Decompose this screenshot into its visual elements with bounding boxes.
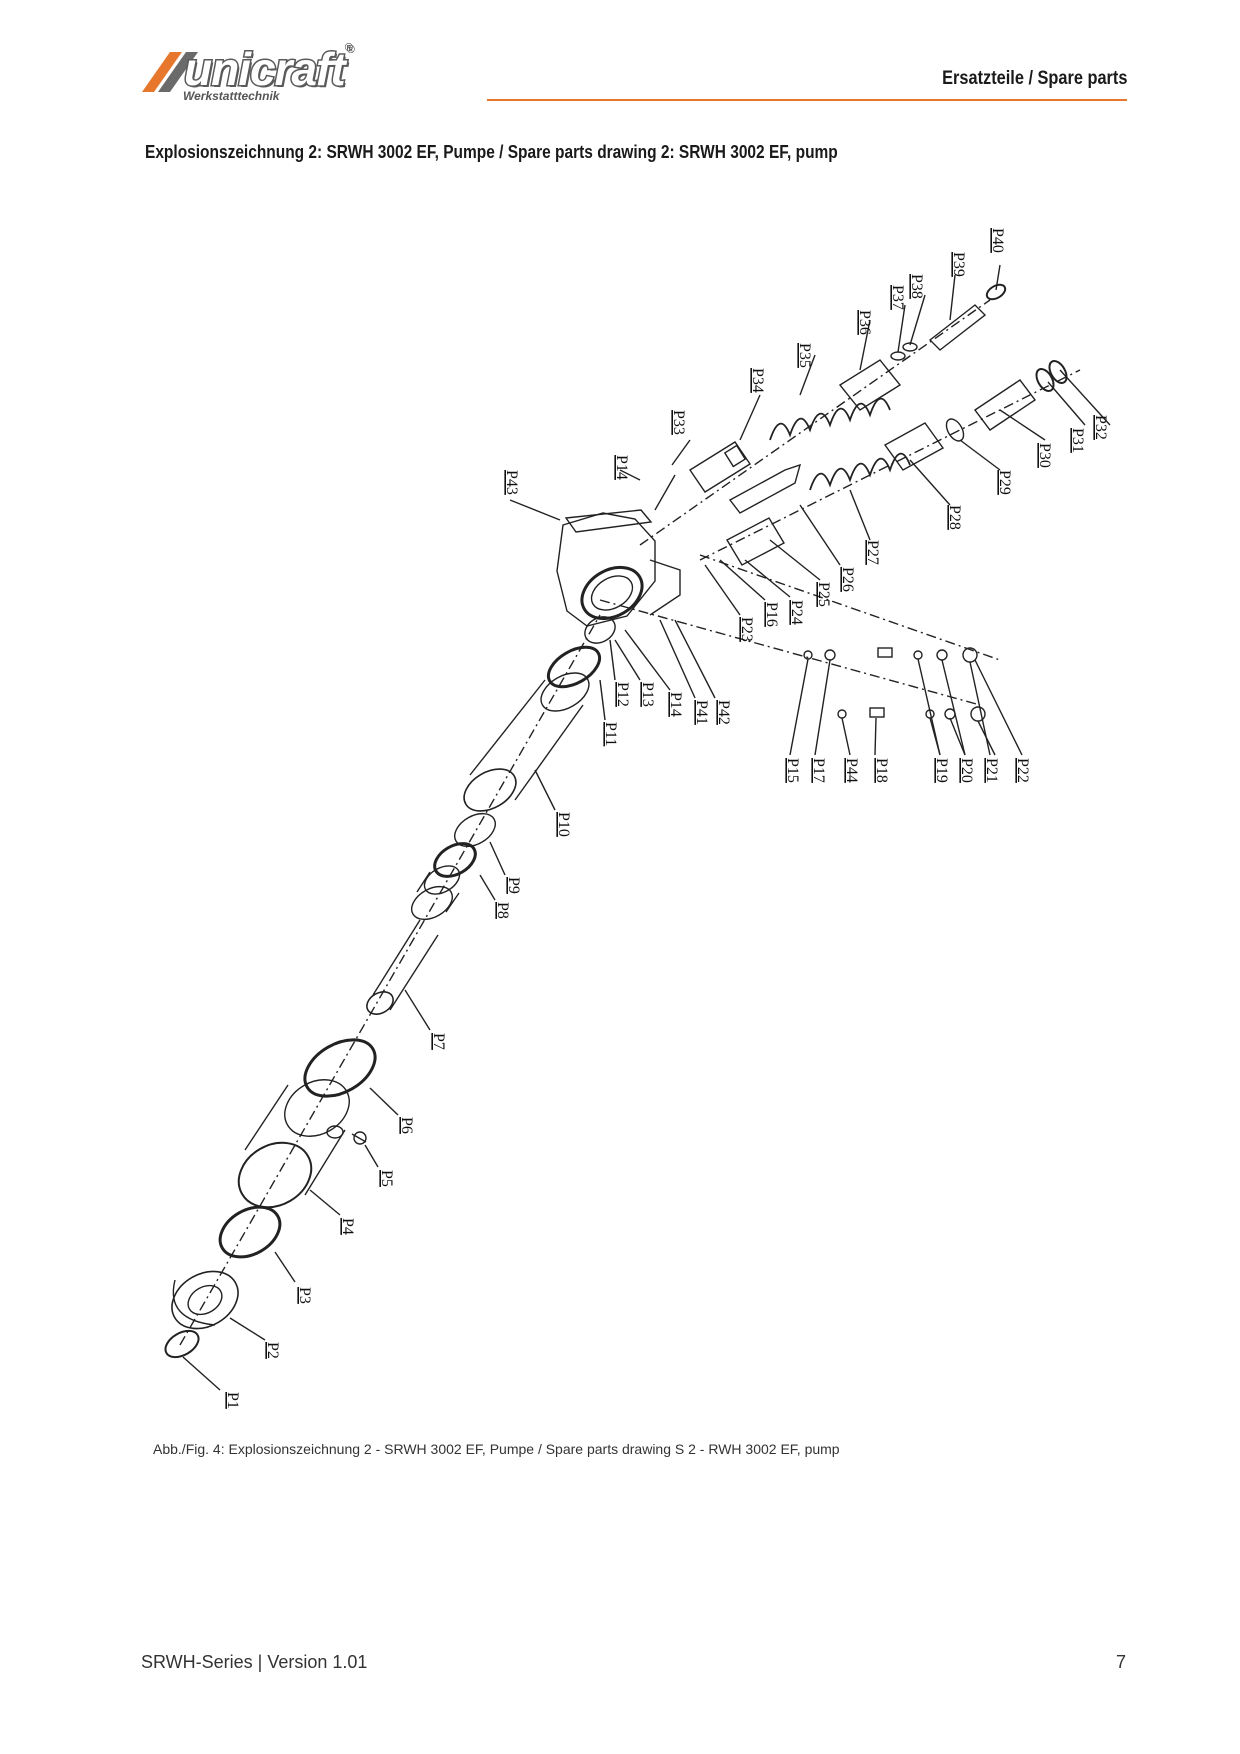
part-label-p18: P18 xyxy=(873,758,890,783)
part-label-p2: P2 xyxy=(264,1342,281,1359)
part-label-p26: P26 xyxy=(839,567,856,592)
part-label-p5: P5 xyxy=(378,1170,395,1187)
part-label-p15: P15 xyxy=(784,758,801,783)
part-label-p21: P21 xyxy=(983,758,1000,783)
part-label-p19: P19 xyxy=(933,758,950,783)
footer-version: SRWH-Series | Version 1.01 xyxy=(141,1652,368,1672)
section-title: Ersatzteile / Spare parts xyxy=(941,68,1127,89)
part-label-p1: P1 xyxy=(224,1392,241,1409)
part-label-p39: P39 xyxy=(950,252,967,277)
part-label-p32: P32 xyxy=(1092,415,1109,440)
part-label-p13: P13 xyxy=(639,682,656,707)
part-label-p22: P22 xyxy=(1014,758,1031,783)
part-label-p8: P8 xyxy=(494,902,511,919)
part-label-p24: P24 xyxy=(788,600,805,625)
part-label-p34: P34 xyxy=(749,368,766,393)
part-label-p3: P3 xyxy=(296,1287,313,1304)
part-label-p41: P41 xyxy=(693,700,710,725)
page-number: 7 xyxy=(1116,1652,1127,1672)
part-label-p25: P25 xyxy=(815,582,832,607)
part-label-p4: P4 xyxy=(339,1218,356,1235)
unicraft-logo: unicraft® Werkstatttechnik xyxy=(140,42,380,106)
header-divider xyxy=(487,99,1127,101)
logo-wordmark: unicraft® xyxy=(183,42,353,97)
part-label-p38: P38 xyxy=(908,274,925,299)
part-label-p30: P30 xyxy=(1036,443,1053,468)
figure-caption: Abb./Fig. 4: Explosionszeichnung 2 - SRW… xyxy=(153,1441,840,1457)
logo-subtitle: Werkstatttechnik xyxy=(183,89,280,103)
part-label-p35: P35 xyxy=(796,343,813,368)
part-label-p27: P27 xyxy=(864,540,881,565)
page-heading: Explosionszeichnung 2: SRWH 3002 EF, Pum… xyxy=(145,142,838,162)
part-label-p12: P12 xyxy=(614,682,631,707)
part-label-p14: P14 xyxy=(613,455,630,480)
part-label-p6: P6 xyxy=(398,1117,415,1134)
part-label-p31: P31 xyxy=(1069,428,1086,453)
part-label-p40: P40 xyxy=(989,228,1006,253)
part-label-p44: P44 xyxy=(843,758,860,783)
part-label-p36: P36 xyxy=(856,310,873,335)
part-label-p29: P29 xyxy=(996,470,1013,495)
part-label-p33: P33 xyxy=(670,410,687,435)
part-label-p37: P37 xyxy=(889,285,906,310)
part-label-p43: P43 xyxy=(503,470,520,495)
part-label-p20: P20 xyxy=(958,758,975,783)
part-label-p11: P11 xyxy=(602,722,619,746)
part-label-p28: P28 xyxy=(946,505,963,530)
part-label-p42: P42 xyxy=(715,700,732,725)
part-label-p16: P16 xyxy=(763,602,780,627)
part-label-p7: P7 xyxy=(430,1033,447,1050)
logo-mark-icon xyxy=(142,52,198,92)
part-label-p9: P9 xyxy=(505,877,522,894)
part-label-p14: P14 xyxy=(667,692,684,717)
part-label-p17: P17 xyxy=(810,758,827,783)
part-label-p10: P10 xyxy=(555,812,572,837)
part-label-p23: P23 xyxy=(738,617,755,642)
